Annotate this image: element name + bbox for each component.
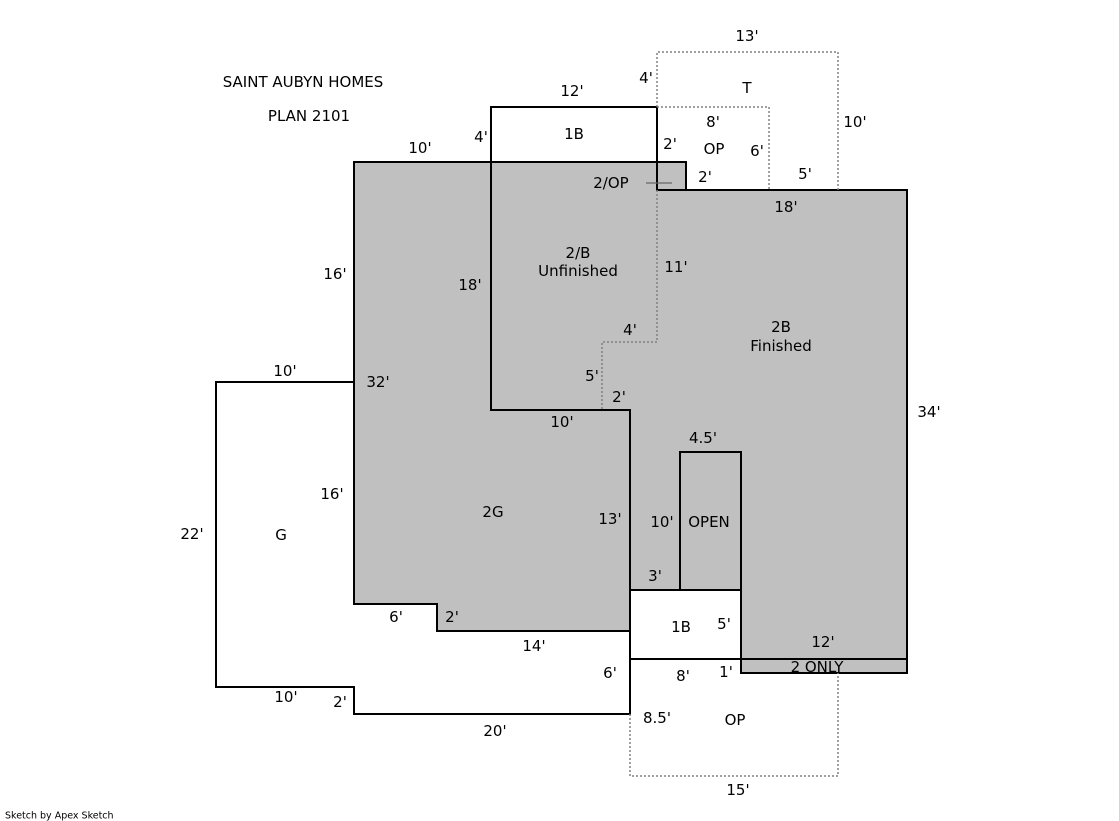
room-label: Unfinished [538,262,618,280]
dimension-label: 11' [664,258,687,276]
dimension-label: 32' [366,373,389,391]
upper-op-dotted-outline [657,106,770,190]
footer-credit: Sketch by Apex Sketch [5,811,114,821]
dimension-label: 5' [798,165,812,183]
lower-op-dotted-outline [629,673,839,777]
dimension-label: 14' [522,637,545,655]
dimension-label: 4' [474,128,488,146]
dimension-label: 10' [650,513,673,531]
dimension-label: 18' [458,276,481,294]
dimension-label: 16' [323,265,346,283]
dimension-label: 10' [408,139,431,157]
dimension-label: 15' [726,781,749,799]
dimension-label: 2' [333,693,347,711]
dimension-label: 10' [273,362,296,380]
dimension-label: 22' [180,525,203,543]
room-label: 1B [564,125,584,143]
dimension-label: 10' [843,113,866,131]
unfinished-wall [490,162,631,590]
company-title: SAINT AUBYN HOMES [223,73,384,91]
unfinished-dotted-boundary [601,190,658,410]
room-label: 2/OP [593,174,628,192]
dimension-label: 12' [560,82,583,100]
dimension-label: 5' [585,367,599,385]
dimension-label: 6' [389,608,403,626]
dimension-label: 2' [698,168,712,186]
dimension-label: 2' [663,135,677,153]
plan-title: PLAN 2101 [268,107,350,125]
dimension-label: 10' [550,413,573,431]
room-label: 2 ONLY [791,658,845,676]
room-label: Finished [750,337,811,355]
room-label: T [741,79,752,97]
t-dotted-outline [656,51,839,190]
dimension-label: 20' [483,722,506,740]
dimension-label: 18' [774,198,797,216]
dimension-label: 3' [648,567,662,585]
room-label: 1B [671,618,691,636]
dimension-label: 34' [917,403,940,421]
room-label: OP [704,140,725,158]
room-label: OPEN [688,513,730,531]
dimension-label: 4' [639,69,653,87]
dimension-label: 2' [612,388,626,406]
dimension-label: 2' [445,608,459,626]
dimension-label: 6' [750,142,764,160]
dimension-label: 4.5' [689,429,717,447]
room-label: 2/B [566,244,591,262]
room-label: 2B [771,318,791,336]
dimension-label: 4' [623,321,637,339]
dimension-label: 6' [603,664,617,682]
dimension-label: 5' [717,615,731,633]
dimension-label: 10' [274,688,297,706]
dimension-label: 8' [676,667,690,685]
dimension-label: 1' [719,663,733,681]
dimension-label: 8.5' [643,709,671,727]
room-label: G [275,526,287,544]
dimension-label: 13' [598,510,621,528]
dimension-label: 8' [706,113,720,131]
room-label: OP [725,711,746,729]
dimension-label: 16' [320,485,343,503]
room-label: 2G [482,503,503,521]
dimension-label: 13' [735,27,758,45]
dimension-label: 12' [811,633,834,651]
